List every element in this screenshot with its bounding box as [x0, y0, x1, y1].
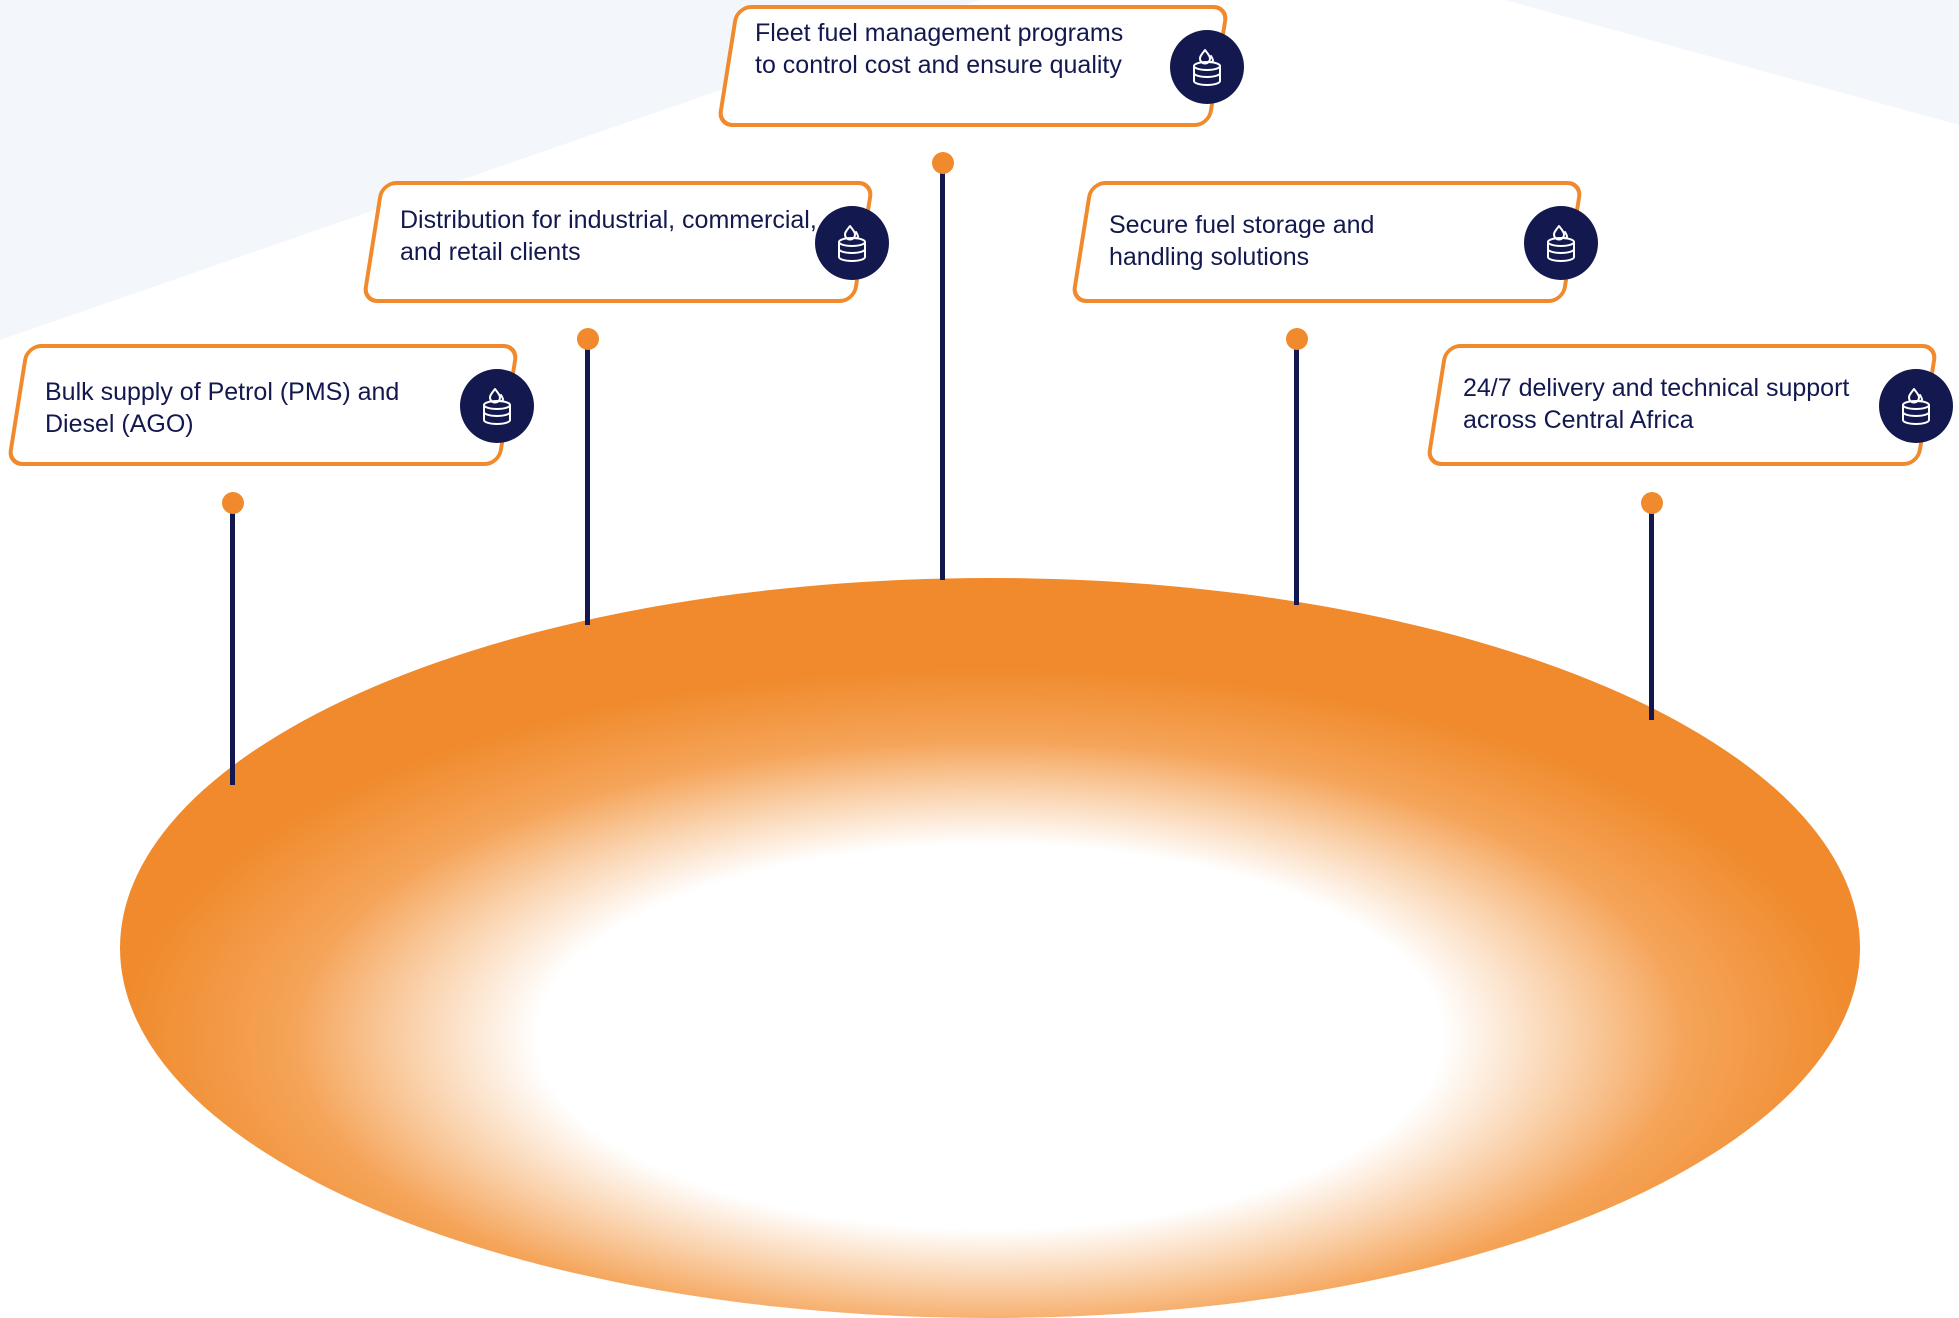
- fuel-drum-icon: [1193, 49, 1221, 86]
- connector-dot-1: [222, 492, 244, 514]
- orange-dome: [120, 578, 1860, 1318]
- connector-stem-3: [940, 170, 945, 580]
- connector-dot-4: [1286, 328, 1308, 350]
- connector-stem-4: [1294, 345, 1299, 605]
- fuel-drum-icon: [483, 388, 511, 425]
- service-card-5-icon-badge: [1879, 369, 1953, 443]
- connector-stem-5: [1649, 510, 1654, 720]
- service-card-3-icon-badge: [1170, 30, 1244, 104]
- fuel-drum-icon: [838, 225, 866, 262]
- connector-stem-1: [230, 510, 235, 785]
- connector-dot-5: [1641, 492, 1663, 514]
- fuel-drum-icon: [1902, 388, 1930, 425]
- service-card-1-label: Bulk supply of Petrol (PMS) and Diesel (…: [45, 378, 400, 438]
- service-card-4-icon-badge: [1524, 206, 1598, 280]
- service-card-5-label: 24/7 delivery and technical support acro…: [1463, 374, 1850, 434]
- fuel-drum-icon: [1547, 225, 1575, 262]
- service-card-4-label: Secure fuel storage and handling solutio…: [1109, 211, 1375, 271]
- service-card-2-icon-badge: [815, 206, 889, 280]
- service-card-3-label: Fleet fuel management programs to contro…: [755, 19, 1124, 79]
- service-card-2-label: Distribution for industrial, commercial,…: [400, 206, 817, 266]
- connector-stem-2: [585, 345, 590, 625]
- connector-dot-3: [932, 152, 954, 174]
- connector-dot-2: [577, 328, 599, 350]
- service-card-1-icon-badge: [460, 369, 534, 443]
